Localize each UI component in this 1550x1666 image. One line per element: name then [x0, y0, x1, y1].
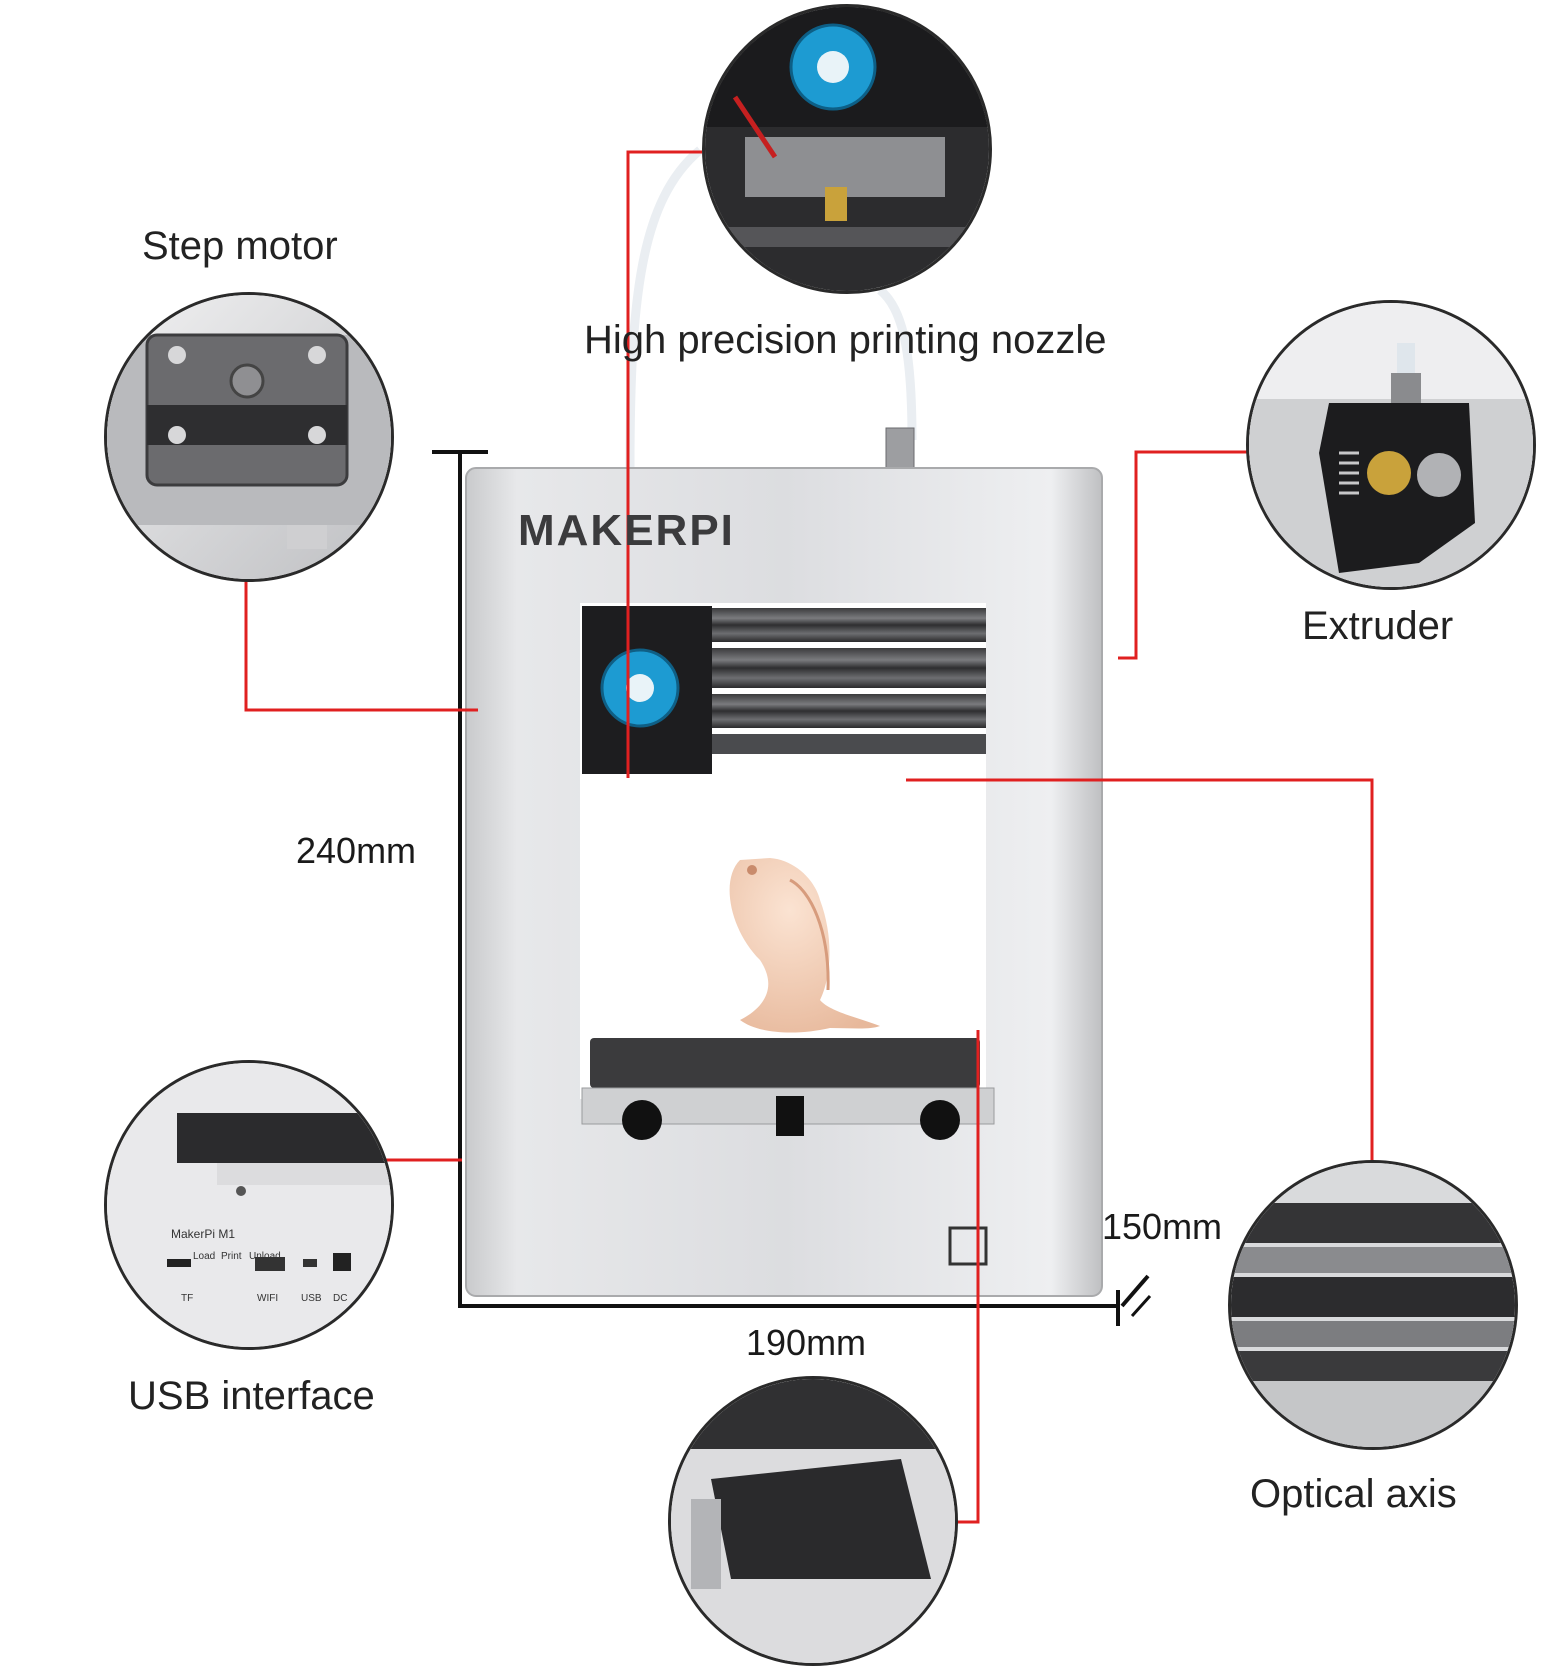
- build-plate: [590, 1038, 980, 1088]
- printer-illustration: [244, 146, 1374, 1524]
- brand-logo: MAKERPI: [518, 506, 735, 555]
- panel-dc: DC: [333, 1293, 348, 1304]
- nozzle-circle: [702, 4, 992, 294]
- dimension-lines: [458, 452, 1120, 1308]
- model-name: MakerPi M1: [171, 1227, 236, 1241]
- rail-3: [710, 694, 986, 728]
- filament-tube-nozzle: [625, 146, 703, 471]
- panel-tf: TF: [181, 1293, 194, 1304]
- power-button-outline: [948, 1226, 988, 1266]
- depth-dimension: 150mm: [1102, 1206, 1223, 1247]
- rail-4: [710, 734, 986, 754]
- filament-tube: [876, 286, 917, 441]
- step-motor-circle: [104, 292, 394, 582]
- nozzle-label: High precision printing nozzle: [584, 318, 1107, 362]
- build-plate-circle: [668, 1376, 958, 1666]
- panel-unload: Unload: [249, 1251, 281, 1262]
- usb-circle: MakerPi M1 Load Print Unload TF WIFI USB…: [104, 1060, 394, 1350]
- panel-print: Print: [221, 1251, 242, 1262]
- rail-1: [710, 608, 986, 642]
- usb-interface-label: USB interface: [128, 1374, 375, 1418]
- height-dimension: 240mm: [296, 830, 417, 871]
- panel-wifi: WIFI: [257, 1293, 279, 1304]
- extruder-label: Extruder: [1302, 604, 1454, 648]
- extruder-circle: [1246, 300, 1536, 590]
- optical-axis-circle: [1228, 1160, 1518, 1450]
- optical-axis-label: Optical axis: [1250, 1472, 1457, 1516]
- printed-model: [729, 858, 880, 1033]
- step-motor-label: Step motor: [142, 224, 338, 268]
- width-dimension: 190mm: [746, 1322, 867, 1363]
- panel-usb: USB: [301, 1293, 322, 1304]
- tube-fitting: [885, 427, 915, 469]
- rail-2: [710, 648, 986, 688]
- leader-lines: [244, 150, 1374, 1524]
- panel-load: Load: [193, 1251, 216, 1262]
